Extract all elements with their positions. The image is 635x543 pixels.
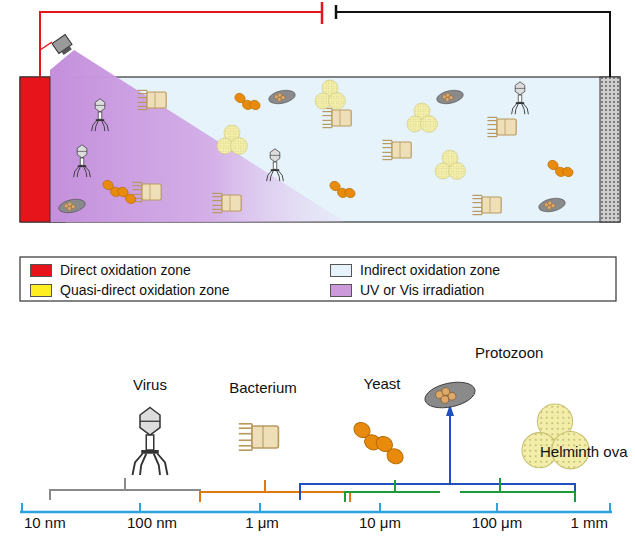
yeast-icon: [100, 179, 138, 205]
organism-label: Virus: [133, 377, 167, 393]
yeast-helminth-range-bracket: [345, 480, 575, 502]
scale-label: 1 μm: [245, 515, 279, 531]
bacterium-icon: [382, 140, 411, 159]
bacterium-icon: [487, 117, 516, 136]
irradiation-beam: [50, 50, 345, 222]
scale-axis: [20, 511, 612, 514]
virus-icon: [133, 408, 168, 476]
protozoon-icon: [537, 196, 566, 214]
legend-text: Direct oxidation zone: [60, 262, 191, 278]
legend-swatch: [30, 264, 52, 277]
helminth-ova-icon: [217, 125, 248, 155]
scale-tick: [139, 503, 141, 512]
scale-tick: [609, 503, 611, 512]
scale-ticks: [22, 503, 610, 512]
bacterium-icon: [472, 195, 501, 214]
protozoon-icon: [423, 378, 478, 412]
scale-tick: [379, 503, 381, 512]
yeast-icon: [327, 180, 357, 202]
protozoon-icon: [267, 88, 296, 106]
organism-label: Helminth ova: [540, 444, 628, 460]
legend-entry: Quasi-direct oxidation zone: [30, 282, 230, 298]
organism-label: Bacterium: [229, 380, 297, 396]
protozoon-icon: [57, 197, 86, 215]
legend-text: Indirect oxidation zone: [360, 262, 500, 278]
cathode-wire: [336, 12, 610, 77]
virus-icon: [512, 82, 529, 114]
bacterium-icon: [212, 193, 241, 212]
power-supply-plate: [321, 2, 324, 24]
helminth-ova-icon: [315, 80, 346, 110]
scale-tick: [21, 503, 23, 512]
scale-label: 10 nm: [24, 515, 66, 531]
legend-swatch: [330, 264, 352, 277]
helminth-ova-icon: [407, 103, 438, 133]
anode: [20, 77, 50, 222]
yeast-icon: [232, 92, 262, 114]
scale-tick: [259, 503, 261, 512]
legend-text: UV or Vis irradiation: [360, 282, 484, 298]
scale-label: 100 μm: [472, 515, 522, 531]
scale-label: 10 μm: [359, 515, 401, 531]
anode-wire: [40, 12, 322, 77]
scale-label: 1 mm: [571, 515, 609, 531]
legend-entry: Direct oxidation zone: [30, 262, 191, 278]
legend-entry: Indirect oxidation zone: [330, 262, 500, 278]
protozoon-range-bracket: [300, 410, 575, 500]
scale-label: 100 nm: [127, 515, 177, 531]
virus-icon: [267, 149, 284, 181]
legend-swatch: [330, 284, 352, 297]
protozoon-icon: [435, 88, 464, 106]
bacterium-icon: [137, 90, 166, 109]
microorganisms: [57, 80, 589, 475]
helminth-range-tick: [499, 478, 501, 492]
legend-frame: [20, 257, 616, 301]
bacterium-icon: [132, 182, 161, 201]
yeast-icon: [349, 419, 409, 466]
lamp-wire: [40, 42, 52, 50]
virus-range-bracket: [50, 478, 200, 500]
virus-icon: [92, 99, 109, 131]
lamp: [52, 34, 74, 56]
legend-swatch: [30, 284, 52, 297]
yeast-icon: [545, 159, 575, 181]
scale-tick: [496, 503, 498, 512]
organism-label: Yeast: [364, 376, 401, 392]
cathode: [600, 77, 620, 222]
virus-icon: [74, 145, 91, 177]
bacterium-icon: [239, 424, 279, 450]
helminth-ova-icon: [435, 150, 466, 180]
legend-text: Quasi-direct oxidation zone: [60, 282, 230, 298]
bacterium-icon: [322, 108, 351, 127]
legend-entry: UV or Vis irradiation: [330, 282, 484, 298]
organism-label: Protozoon: [475, 345, 543, 361]
